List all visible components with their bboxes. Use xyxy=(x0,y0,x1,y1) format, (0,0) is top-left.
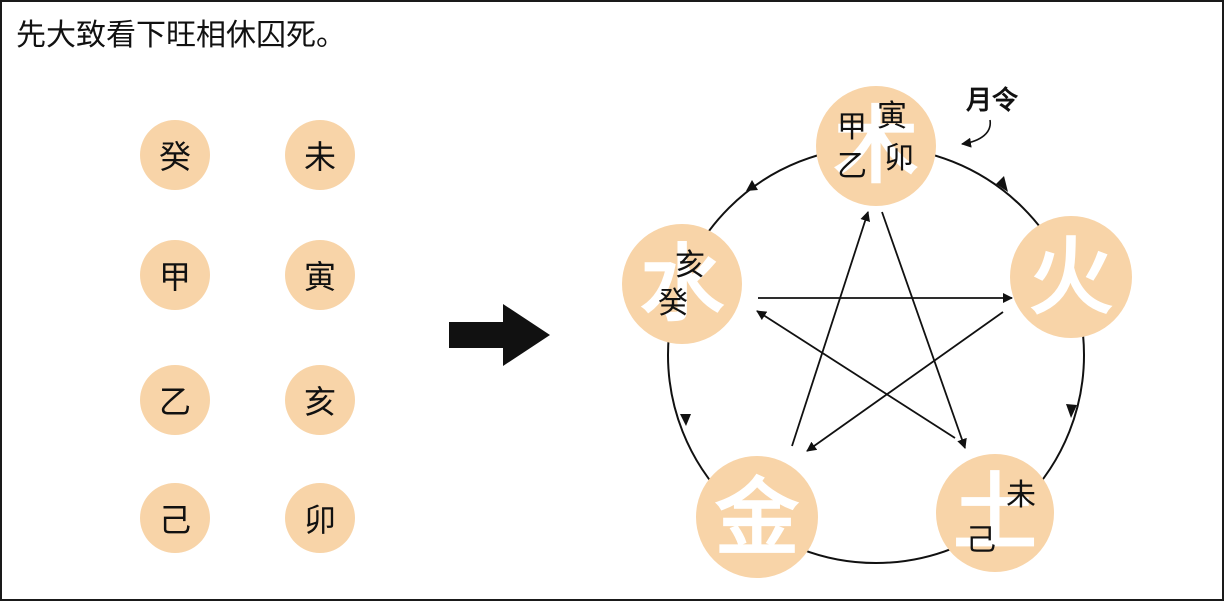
earth-branch-wei: 未 xyxy=(1006,478,1036,513)
water-circle xyxy=(622,224,742,344)
star-arrow-metal-wood xyxy=(791,211,870,447)
star-arrow-wood-earth xyxy=(881,211,967,449)
chip-jia: 甲 xyxy=(140,240,210,310)
earth-watermark: 土 xyxy=(953,463,1037,562)
wood-watermark: 木 xyxy=(834,96,918,195)
ring-arrowhead-2 xyxy=(1066,404,1077,418)
month-command-pointer xyxy=(961,119,991,148)
chip-hai: 亥 xyxy=(285,365,355,435)
water-branch-hai: 亥 xyxy=(675,248,705,283)
earth-circle xyxy=(936,454,1054,572)
wood-stem-jia: 甲 xyxy=(837,110,867,145)
month-command-label: 月令 xyxy=(965,85,1019,116)
node-earth: 土 未 己 xyxy=(936,454,1054,572)
fire-watermark: 火 xyxy=(1029,227,1113,326)
wood-branch-yin: 寅 xyxy=(877,99,907,134)
node-fire: 火 xyxy=(1010,216,1132,338)
star-arrow-fire-metal xyxy=(806,311,1004,452)
ring-arrowhead-1 xyxy=(996,176,1008,192)
water-stem-gui: 癸 xyxy=(658,286,688,321)
node-wood: 木 甲 乙 寅 卯 xyxy=(816,86,936,206)
chip-yi: 乙 xyxy=(140,365,210,435)
wood-circle xyxy=(816,86,936,206)
node-water: 水 亥 癸 xyxy=(622,224,742,344)
right-arrow-icon xyxy=(449,304,550,366)
node-metal: 金 xyxy=(696,456,818,578)
metal-watermark: 金 xyxy=(715,468,800,567)
fire-circle xyxy=(1010,216,1132,338)
ring-arrowhead-3 xyxy=(680,414,691,426)
wood-branch-mao: 卯 xyxy=(884,141,914,176)
page-title: 先大致看下旺相休囚死。 xyxy=(16,18,346,53)
chip-wei: 未 xyxy=(285,120,355,190)
earth-stem-ji: 己 xyxy=(966,523,996,558)
ring-arrowhead-4 xyxy=(746,180,758,191)
water-watermark: 水 xyxy=(640,234,725,333)
chip-ji: 己 xyxy=(140,483,210,553)
chip-mao: 卯 xyxy=(285,483,355,553)
wood-stem-yi: 乙 xyxy=(837,149,867,184)
metal-circle xyxy=(696,456,818,578)
chip-yin: 寅 xyxy=(285,240,355,310)
star-arrow-earth-water xyxy=(756,310,956,439)
chip-gui: 癸 xyxy=(140,120,210,190)
